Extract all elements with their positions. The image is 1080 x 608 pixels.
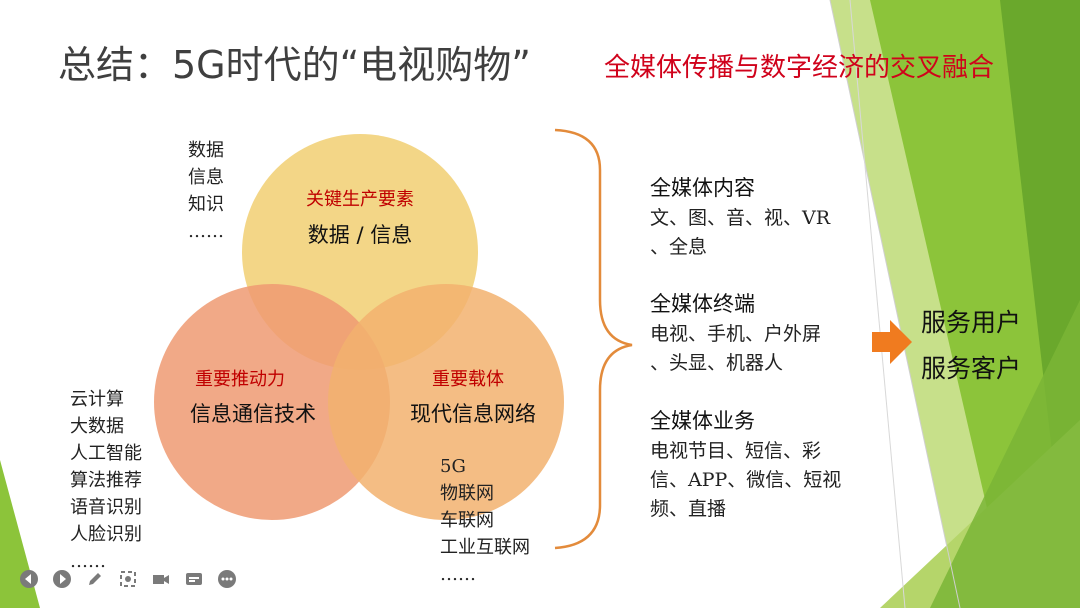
list-item: 人工智能 — [70, 443, 142, 464]
curly-brace — [554, 128, 633, 550]
green-wedge-dark — [930, 300, 1080, 608]
desc-line: 文、图、音、视、VR — [650, 207, 831, 229]
list-item: 算法推荐 — [70, 470, 142, 491]
venn-top-name: 数据 / 信息 — [307, 223, 413, 247]
list-item: …… — [70, 551, 106, 572]
aspect-terminal: 全媒体终端 电视、手机、户外屏 、头显、机器人 — [650, 288, 821, 378]
list-item: 信息 — [188, 167, 224, 188]
venn-right-tag: 重要载体 — [432, 369, 504, 390]
camera-icon[interactable] — [150, 568, 172, 590]
outcome-users: 服务用户 — [921, 308, 1022, 337]
venn-right-name: 现代信息网络 — [410, 402, 536, 426]
desc-line: 、全息 — [650, 236, 708, 258]
aspect-heading: 全媒体终端 — [650, 292, 755, 316]
note-list-left: 云计算 大数据 人工智能 算法推荐 语音识别 人脸识别 …… — [70, 386, 142, 575]
desc-line: 信、APP、微信、短视 — [650, 469, 842, 491]
aspect-heading: 全媒体内容 — [650, 176, 755, 200]
list-item: 车联网 — [440, 510, 494, 531]
venn-left-tag: 重要推动力 — [195, 369, 285, 390]
list-item: 语音识别 — [70, 497, 142, 518]
page-subtitle: 全媒体传播与数字经济的交叉融合 — [604, 53, 995, 83]
aspect-content: 全媒体内容 文、图、音、视、VR 、全息 — [650, 172, 830, 262]
venn-top-tag: 关键生产要素 — [306, 189, 414, 210]
prev-icon[interactable] — [18, 568, 40, 590]
aspect-business: 全媒体业务 电视节目、短信、彩 信、APP、微信、短视 频、直播 — [650, 405, 841, 524]
note-list-top: 数据 信息 知识 …… — [188, 137, 224, 245]
divider-line — [829, 0, 961, 608]
zoom-icon[interactable] — [117, 568, 139, 590]
venn-circle-right — [328, 284, 564, 520]
list-item: 云计算 — [70, 389, 124, 410]
note-list-right: 5G 物联网 车联网 工业互联网 …… — [440, 453, 530, 588]
list-item: 5G — [440, 456, 466, 477]
divider-line-2 — [849, 0, 906, 608]
desc-line: 频、直播 — [650, 498, 727, 520]
list-item: 数据 — [188, 140, 224, 161]
aspect-desc: 电视、手机、户外屏 、头显、机器人 — [650, 320, 821, 378]
play-icon[interactable] — [51, 568, 73, 590]
list-item: …… — [440, 564, 476, 585]
list-item: 大数据 — [70, 416, 124, 437]
presentation-toolbar — [18, 568, 238, 590]
list-item: 工业互联网 — [440, 537, 530, 558]
outcome-customers: 服务客户 — [921, 354, 1022, 383]
arrow-right-icon — [872, 320, 912, 364]
more-icon[interactable] — [216, 568, 238, 590]
list-item: 人脸识别 — [70, 524, 142, 545]
aspect-desc: 电视节目、短信、彩 信、APP、微信、短视 频、直播 — [650, 437, 841, 524]
list-item: …… — [188, 221, 224, 242]
desc-line: 、头显、机器人 — [650, 352, 784, 374]
pen-icon[interactable] — [84, 568, 106, 590]
desc-line: 电视节目、短信、彩 — [650, 440, 822, 462]
venn-left-name: 信息通信技术 — [190, 402, 316, 426]
desc-line: 电视、手机、户外屏 — [650, 323, 822, 345]
list-item: 物联网 — [440, 483, 494, 504]
list-item: 知识 — [188, 194, 224, 215]
venn-circle-left — [154, 284, 390, 520]
aspect-desc: 文、图、音、视、VR 、全息 — [650, 204, 830, 262]
page-title: 总结：5G时代的“电视购物” — [58, 43, 531, 87]
subtitles-icon[interactable] — [183, 568, 205, 590]
aspect-heading: 全媒体业务 — [650, 409, 755, 433]
